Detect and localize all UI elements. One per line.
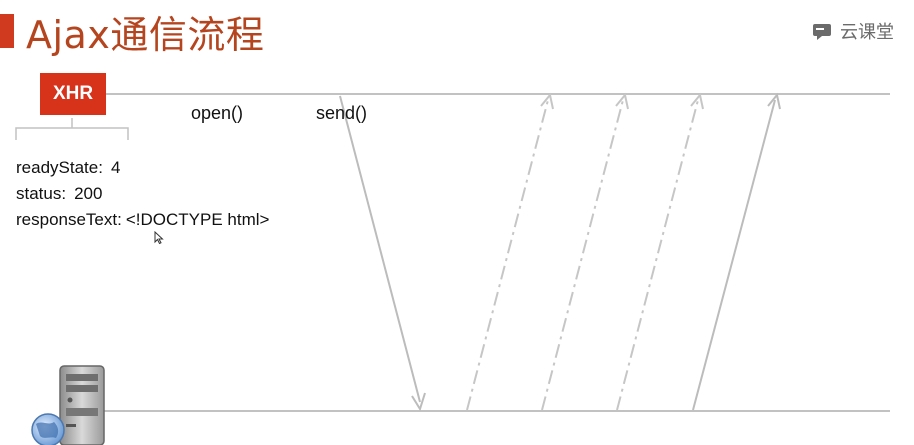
response-text-row: responseText:<!DOCTYPE html> (16, 207, 269, 233)
status-value: 200 (74, 184, 103, 203)
state-bracket (15, 118, 129, 140)
open-label: open() (191, 103, 244, 123)
response-text-label: responseText: (16, 210, 122, 229)
progress-arrow-3 (616, 99, 699, 411)
request-arrowhead (411, 392, 426, 412)
request-arrow (339, 95, 421, 403)
mouse-cursor-icon (154, 231, 164, 245)
send-label: send() (316, 103, 368, 123)
cloud-classroom-icon (813, 24, 831, 40)
xhr-state-panel: readyState: 4 status: 200 responseText:<!D… (16, 155, 269, 233)
xhr-box: XHR (40, 73, 106, 115)
progress-arrow-1 (466, 99, 549, 411)
brand-name: 云课堂 (840, 22, 894, 43)
brand-logo: 云课堂 (812, 18, 894, 44)
progress-arrowhead-3 (690, 92, 704, 110)
progress-arrowhead-2 (615, 92, 629, 110)
progress-arrow-2 (541, 99, 624, 411)
ready-state-row: readyState: 4 (16, 155, 269, 181)
progress-arrowhead-1 (540, 92, 554, 110)
ready-state-value: 4 (110, 158, 121, 177)
title-accent-bar (0, 14, 14, 48)
ready-state-label: readyState: (16, 158, 103, 177)
status-label: status: (16, 184, 67, 203)
status-row: status: 200 (16, 181, 269, 207)
response-text-value: <!DOCTYPE html> (125, 210, 270, 229)
response-arrow (692, 99, 776, 411)
response-arrowhead (767, 92, 781, 110)
web-server-icon (31, 365, 105, 445)
page-title: Ajax通信流程 (26, 13, 265, 57)
